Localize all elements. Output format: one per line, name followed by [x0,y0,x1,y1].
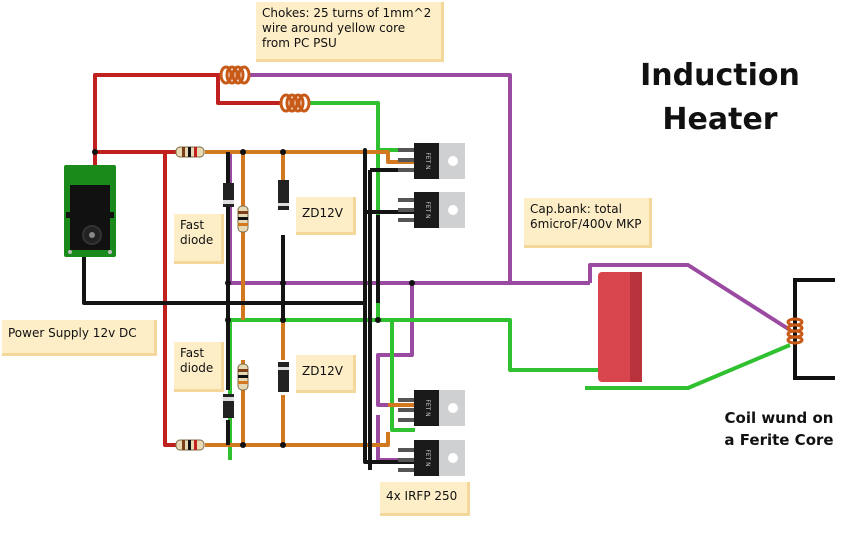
dc-jack [64,165,116,257]
mosfet-4: FET N [398,440,465,476]
coil-label-line-2: a Ferite Core [724,431,834,449]
zener-diode-bottom [278,362,289,392]
red-wires [93,73,282,447]
work-coil [786,278,835,380]
mosfet-3: FET N [398,390,465,426]
black-wires [82,148,415,470]
junction-dots [92,149,415,448]
mosfet-marking: FET N [424,399,431,416]
fast-diode-bottom-note: Fast diode [174,342,224,392]
fast-diode-bottom [223,394,234,418]
choke-2 [279,93,311,113]
mosfet-marking: FET N [424,201,431,218]
mosfet-1: FET N [398,143,465,179]
chokes-note: Chokes: 25 turns of 1mm^2 wire around ye… [256,2,444,62]
mosfets-note: 4x IRFP 250 [380,482,470,516]
zener-top-note: ZD12V [296,197,356,235]
resistor-vertical-top [237,205,249,233]
mosfet-marking: FET N [424,449,431,466]
mosfet-marking: FET N [424,152,431,169]
fast-diode-top-note: Fast diode [174,214,224,264]
cap-bank-note: Cap.bank: total 6microF/400v MKP [524,198,652,248]
coil-label-line-1: Coil wund on [724,409,834,427]
choke-1 [219,65,251,85]
title-line-2: Heater [662,102,778,137]
fast-diode-top [223,183,234,207]
power-supply-note: Power Supply 12v DC [2,320,157,356]
resistor-bottom [175,439,205,451]
title-line-1: Induction [640,58,800,93]
zener-bottom-note: ZD12V [296,355,356,393]
resistor-top [175,146,205,158]
mosfet-2: FET N [398,192,465,228]
resistor-vertical-bottom [237,363,249,391]
capacitor-bank [598,272,642,382]
orange-wires [205,150,415,447]
zener-diode-top [278,180,289,210]
